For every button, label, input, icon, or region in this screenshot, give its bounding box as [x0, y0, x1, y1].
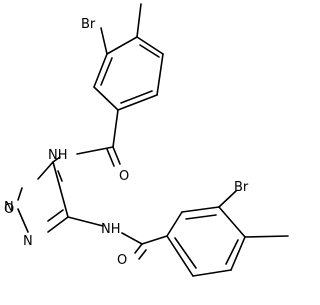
bond — [156, 53, 164, 96]
atom-label-o-ring: O — [4, 202, 14, 217]
atom-label-nh-top: NH — [48, 148, 68, 163]
bond — [166, 235, 194, 277]
bond — [37, 161, 54, 180]
atom-label-nh-bottom: NH — [101, 222, 121, 237]
bond — [47, 209, 64, 222]
bond — [52, 156, 61, 163]
bond — [134, 243, 143, 254]
bond — [106, 148, 115, 167]
bond — [166, 211, 183, 237]
bond — [17, 187, 23, 201]
atom-label-br-bottom: Br — [234, 180, 249, 195]
atom-label-n-ring-left: N — [4, 200, 14, 215]
bond — [121, 232, 143, 245]
bond — [181, 206, 220, 213]
bond — [136, 3, 142, 38]
molecule-structure: Br O NH N O N NH O Br — [4, 3, 289, 277]
bond — [112, 146, 121, 165]
atom-label-o-bottom: O — [117, 253, 127, 268]
bond — [57, 170, 63, 182]
bond — [174, 237, 197, 269]
bond — [67, 216, 104, 227]
atom-label-o-top: O — [119, 169, 129, 184]
bond — [225, 239, 239, 265]
bond — [185, 214, 217, 220]
bond — [138, 249, 147, 260]
atom-label-n-ring-bottom: N — [23, 234, 33, 249]
bond — [106, 36, 138, 55]
atom-label-br-top: Br — [81, 17, 96, 32]
bond — [139, 44, 160, 58]
bond — [192, 269, 232, 277]
bond — [244, 235, 289, 238]
bond — [120, 90, 153, 104]
bond — [218, 206, 246, 238]
bond — [136, 36, 164, 55]
bond — [218, 190, 237, 208]
bond — [17, 208, 29, 233]
upper-benzoyl-group — [76, 3, 164, 167]
bond — [230, 236, 246, 271]
bond — [93, 53, 108, 88]
bond — [141, 235, 168, 245]
bond — [47, 216, 69, 233]
bond — [76, 146, 114, 155]
bond — [112, 109, 119, 148]
lower-benzoyl-group — [121, 190, 289, 277]
bond — [117, 94, 158, 111]
bond — [100, 27, 108, 55]
molecule-canvas: Br O NH N O N NH O Br — [4, 3, 289, 277]
bond — [52, 161, 69, 218]
oxadiazole-ring — [17, 156, 104, 233]
bond — [100, 57, 113, 86]
bond — [93, 86, 119, 111]
